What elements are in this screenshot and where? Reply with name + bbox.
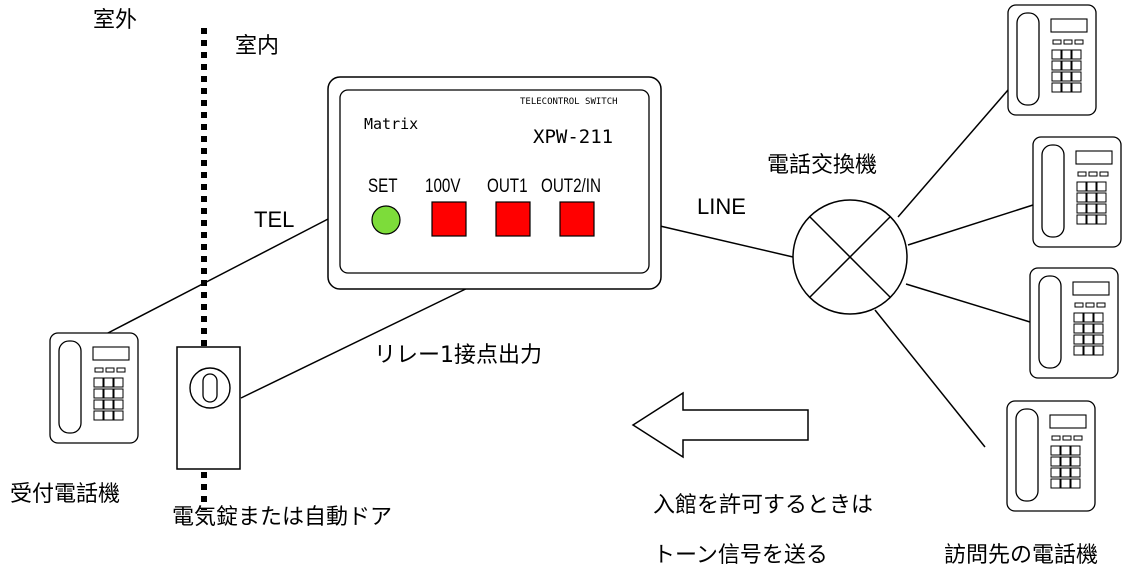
tel-wire xyxy=(105,217,331,335)
tone-instruction-line1: 入館を許可するときは xyxy=(653,493,874,518)
desk-telephone-icon xyxy=(1006,400,1096,512)
line-label: LINE xyxy=(697,194,746,219)
left-arrow-icon xyxy=(631,391,809,459)
tel-label: TEL xyxy=(254,207,295,232)
relay-wire xyxy=(240,282,479,399)
desk-telephone-icon xyxy=(1029,267,1119,379)
outdoor-label: 室外 xyxy=(93,8,138,33)
out2-in-indicator-lamp xyxy=(559,201,595,237)
100v-indicator-lamp xyxy=(431,201,467,237)
device-brand: Matrix xyxy=(364,115,419,133)
wire-phone-4 xyxy=(874,309,986,448)
set-indicator-lamp xyxy=(371,205,401,235)
telecontrol-switch-device xyxy=(327,76,662,290)
wire-phone-1 xyxy=(897,89,1009,218)
reception-phone-label: 受付電話機 xyxy=(10,482,121,507)
100v-indicator-label: 100V xyxy=(425,176,461,197)
device-header: TELECONTROL SWITCH xyxy=(520,97,618,107)
wire-phone-2 xyxy=(907,204,1034,246)
destination-phones-label: 訪問先の電話機 xyxy=(944,543,1099,568)
relay-output-label: リレー1接点出力 xyxy=(374,343,542,368)
out1-indicator-label: OUT1 xyxy=(487,176,528,197)
out1-indicator-lamp xyxy=(495,201,531,237)
wire-phone-3 xyxy=(905,283,1031,323)
line-wire xyxy=(659,225,794,258)
out2-in-indicator-label: OUT2/IN xyxy=(541,176,601,197)
device-model: XPW-211 xyxy=(533,126,614,148)
door-lock-icon xyxy=(176,346,241,470)
desk-telephone-icon xyxy=(1007,4,1097,116)
crossed-circle-switch-icon xyxy=(792,199,908,315)
desk-telephone-icon xyxy=(49,332,139,444)
set-indicator-label: SET xyxy=(368,176,398,197)
electric-lock-label: 電気錠または自動ドア xyxy=(172,505,393,530)
tone-instruction-line2: トーン信号を送る xyxy=(653,543,828,568)
indoor-label: 室内 xyxy=(235,34,280,59)
desk-telephone-icon xyxy=(1032,136,1122,248)
exchange-label: 電話交換機 xyxy=(767,153,878,178)
